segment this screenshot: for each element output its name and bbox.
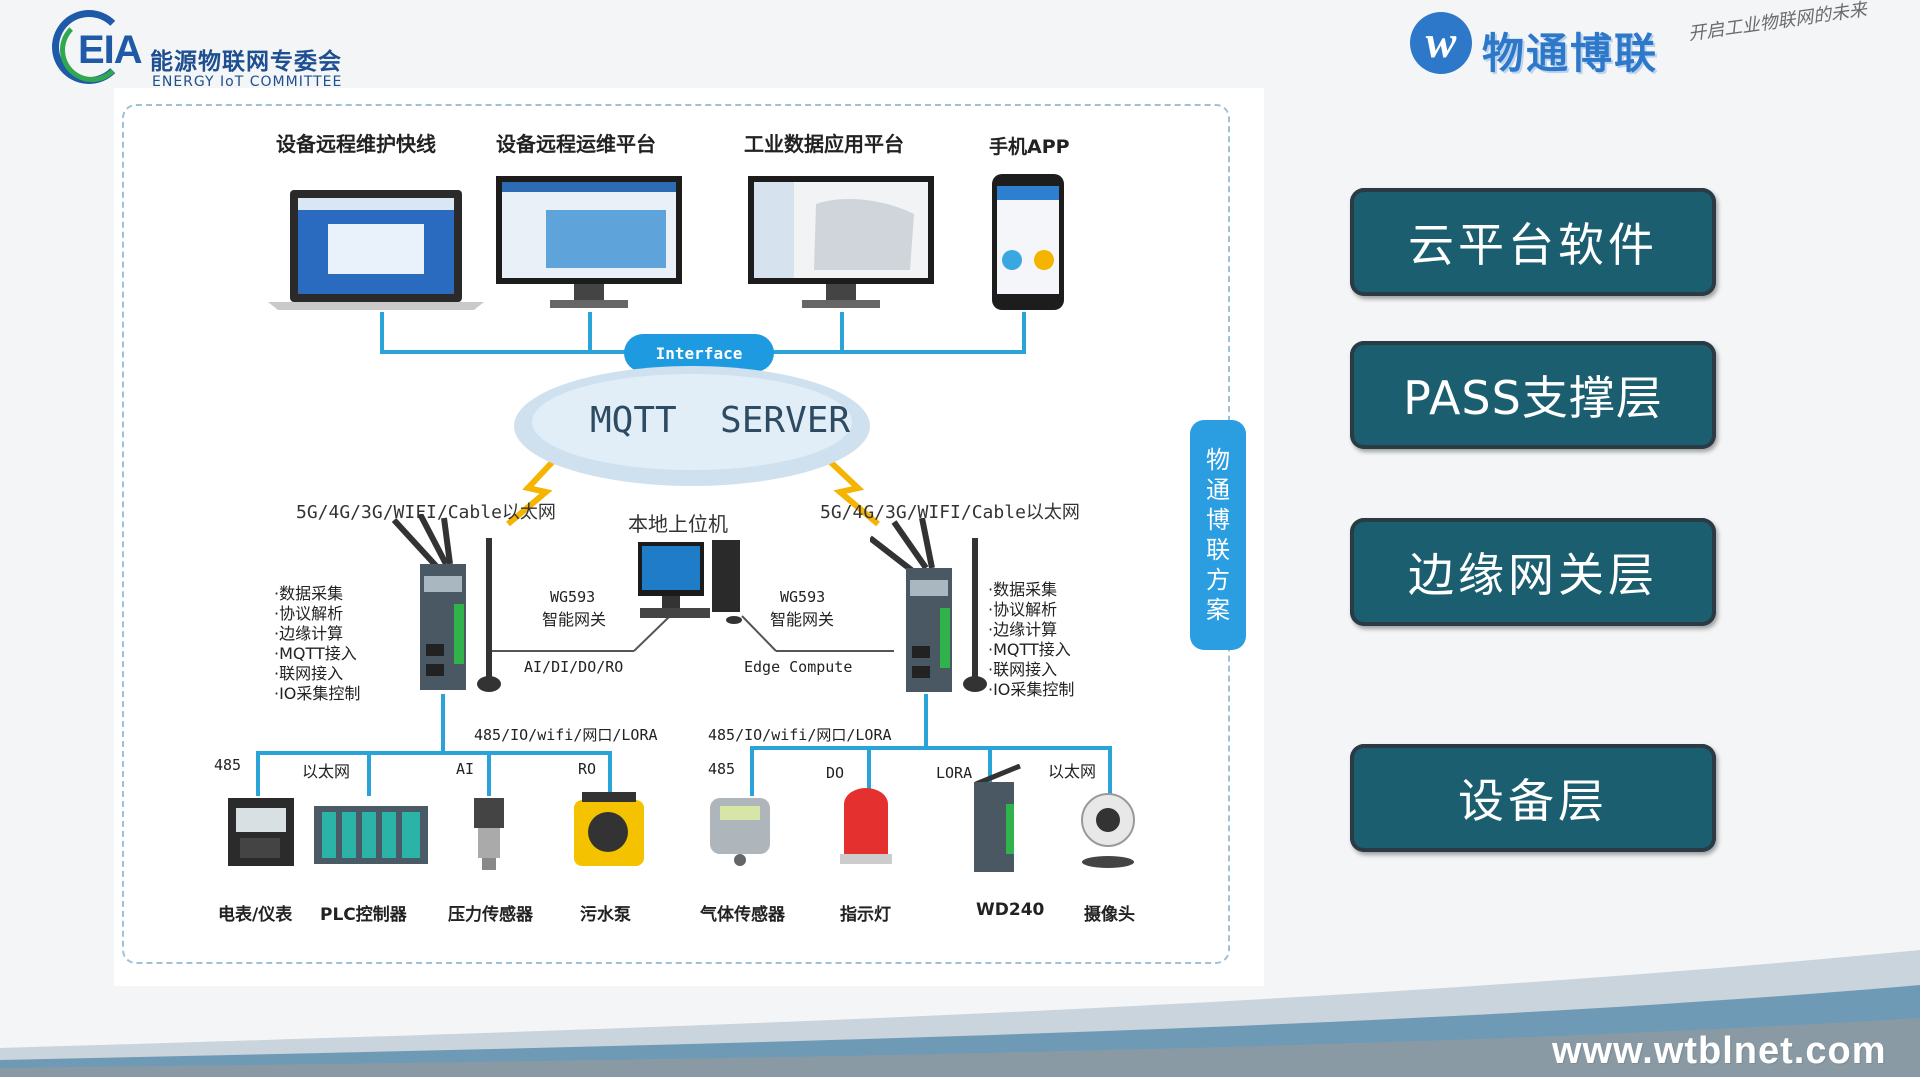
device-conn-label: 以太网	[1048, 762, 1097, 781]
gateway-io-label: Edge Compute	[744, 658, 853, 676]
platform-label: 工业数据应用平台	[744, 132, 904, 156]
eia-committee-name: 能源物联网专委会	[150, 49, 342, 75]
platform-label: 设备远程运维平台	[496, 132, 656, 156]
power-meter-icon	[228, 798, 294, 866]
eia-committee-name-en: ENERGY IoT COMMITTEE	[152, 74, 343, 90]
gateway-device-icon	[870, 518, 952, 692]
gateway-feature: ·协议解析	[988, 600, 1058, 619]
platform-label: 手机APP	[989, 136, 1070, 158]
antenna-icon	[477, 538, 501, 692]
side-tag-char: 案	[1206, 596, 1230, 624]
gateway-feature: ·IO采集控制	[988, 680, 1075, 699]
device-conn-label: AI	[456, 760, 475, 778]
gateway-feature: ·IO采集控制	[274, 684, 361, 703]
gateway-feature-list: ·数据采集 ·协议解析 ·边缘计算 ·MQTT接入 ·联网接入 ·IO采集控制	[274, 584, 360, 704]
device-conn-label: DO	[826, 764, 845, 782]
gateway-device-icon	[391, 514, 466, 690]
side-tag-char: 博	[1206, 506, 1230, 534]
layer-edge-gateway[interactable]: 边缘网关层	[1350, 518, 1716, 626]
side-tag-char: 通	[1206, 476, 1230, 504]
camera-icon	[1081, 793, 1135, 868]
antenna-icon	[963, 538, 987, 692]
gateway-name: 智能网关	[542, 610, 607, 629]
device-name: 气体传感器	[700, 905, 785, 925]
gateway-feature: ·联网接入	[988, 660, 1058, 679]
gateway-feature: ·数据采集	[988, 580, 1058, 599]
gateway-io-label: AI/DI/DO/RO	[524, 658, 624, 676]
gas-sensor-icon	[710, 798, 770, 866]
mqtt-cloud-icon	[514, 366, 870, 486]
layer-device[interactable]: 设备层	[1350, 744, 1716, 852]
device-bus-label: 485/IO/wifi/网口/LORA	[474, 726, 658, 744]
gateway-feature: ·MQTT接入	[274, 644, 357, 663]
eia-logo: EIA 能源物联网专委会 ENERGY IoT COMMITTEE	[52, 6, 352, 90]
device-conn-label: 485	[214, 756, 242, 774]
gateway-feature: ·边缘计算	[274, 624, 344, 643]
device-conn-label: LORA	[936, 764, 973, 782]
indicator-light-icon	[840, 788, 892, 864]
monitor-icon	[748, 176, 934, 308]
gateway-feature: ·联网接入	[274, 664, 344, 683]
gateway-feature: ·边缘计算	[988, 620, 1058, 639]
gateway-model: WG593	[780, 588, 826, 606]
local-host-label: 本地上位机	[628, 512, 728, 536]
wd240-device-icon	[974, 764, 1021, 872]
wtbl-mark-icon: w	[1410, 12, 1472, 74]
side-tag-char: 物	[1206, 446, 1230, 474]
wtbl-logo: w 物通博联 开启工业物联网的未来	[1410, 0, 1910, 88]
monitor-icon	[496, 176, 682, 308]
gateway-model: WG593	[550, 588, 596, 606]
device-conn-label: RO	[578, 760, 597, 778]
side-tag-char: 方	[1206, 566, 1230, 594]
gateway-name: 智能网关	[770, 610, 835, 629]
device-name: PLC控制器	[320, 905, 407, 925]
gateway-feature: ·协议解析	[274, 604, 344, 623]
side-tag-char: 联	[1206, 536, 1230, 564]
eia-logo-letters: EIA	[78, 28, 143, 72]
footer-website-url[interactable]: www.wtblnet.com	[1552, 1030, 1887, 1072]
mqtt-server-label: MQTT SERVER	[590, 400, 851, 441]
platform-label: 设备远程维护快线	[276, 132, 436, 156]
uplink-label-left: 5G/4G/3G/WIFI/Cable以太网	[296, 502, 556, 523]
device-name: WD240	[976, 900, 1045, 920]
layer-pass-support[interactable]: PASS支撑层	[1350, 341, 1716, 449]
eia-ring-green-icon	[60, 18, 124, 82]
gateway-feature-list: ·数据采集 ·协议解析 ·边缘计算 ·MQTT接入 ·联网接入 ·IO采集控制	[988, 580, 1074, 700]
device-name: 压力传感器	[448, 905, 533, 925]
layer-cloud-software[interactable]: 云平台软件	[1350, 188, 1716, 296]
device-name: 污水泵	[580, 905, 631, 925]
device-name: 摄像头	[1084, 905, 1135, 925]
plc-controller-icon	[314, 806, 428, 864]
device-conn-label: 以太网	[302, 762, 351, 781]
device-conn-label: 485	[708, 760, 736, 778]
device-name: 指示灯	[840, 905, 891, 925]
phone-icon	[992, 174, 1064, 310]
desktop-pc-icon	[638, 540, 742, 624]
gateway-feature: ·MQTT接入	[988, 640, 1071, 659]
solution-side-tag: 物 通 博 联 方 案	[1190, 420, 1246, 650]
uplink-label-right: 5G/4G/3G/WIFI/Cable以太网	[820, 502, 1080, 523]
wtbl-brand-name: 物通博联	[1482, 29, 1659, 78]
pressure-sensor-icon	[474, 798, 504, 870]
device-name: 电表/仪表	[218, 905, 293, 925]
interface-label: Interface	[624, 334, 774, 372]
architecture-diagram: 设备远程维护快线 设备远程运维平台 工业数据应用平台 手机APP Interfa…	[114, 88, 1264, 986]
device-bus-label: 485/IO/wifi/网口/LORA	[708, 726, 892, 744]
laptop-icon	[268, 190, 484, 310]
sewage-pump-icon	[574, 792, 644, 866]
gateway-feature: ·数据采集	[274, 584, 344, 603]
